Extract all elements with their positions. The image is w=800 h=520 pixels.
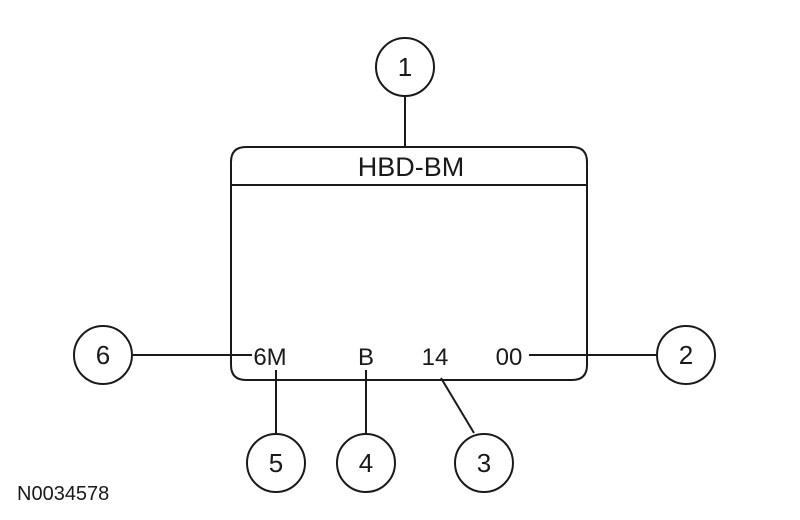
code-suffix: 00 <box>496 344 523 371</box>
callout-4: 4 <box>336 433 396 493</box>
callout-2: 2 <box>656 325 716 385</box>
callout-number: 6 <box>96 340 110 370</box>
code-number: 14 <box>422 344 449 371</box>
callout-number: 3 <box>477 448 491 478</box>
leader-line-3 <box>440 377 475 434</box>
callout-number: 1 <box>398 52 412 82</box>
callout-circle <box>336 433 396 493</box>
callout-3: 3 <box>454 433 514 493</box>
callout-number: 2 <box>679 340 693 370</box>
label-outline <box>230 146 588 381</box>
callout-number: 4 <box>359 448 373 478</box>
callout-circle <box>246 433 306 493</box>
code-prefix: 6M <box>253 344 286 371</box>
figure-id: N0034578 <box>17 483 109 505</box>
callout-1: 1 <box>375 37 435 97</box>
label-title: HBD-BM <box>358 152 465 182</box>
callout-circle <box>454 433 514 493</box>
callout-6: 6 <box>73 325 133 385</box>
callout-circle <box>375 37 435 97</box>
callout-circle <box>656 325 716 385</box>
callout-5: 5 <box>246 433 306 493</box>
callout-circle <box>73 325 133 385</box>
callout-number: 5 <box>269 448 283 478</box>
code-letter: B <box>358 344 374 371</box>
